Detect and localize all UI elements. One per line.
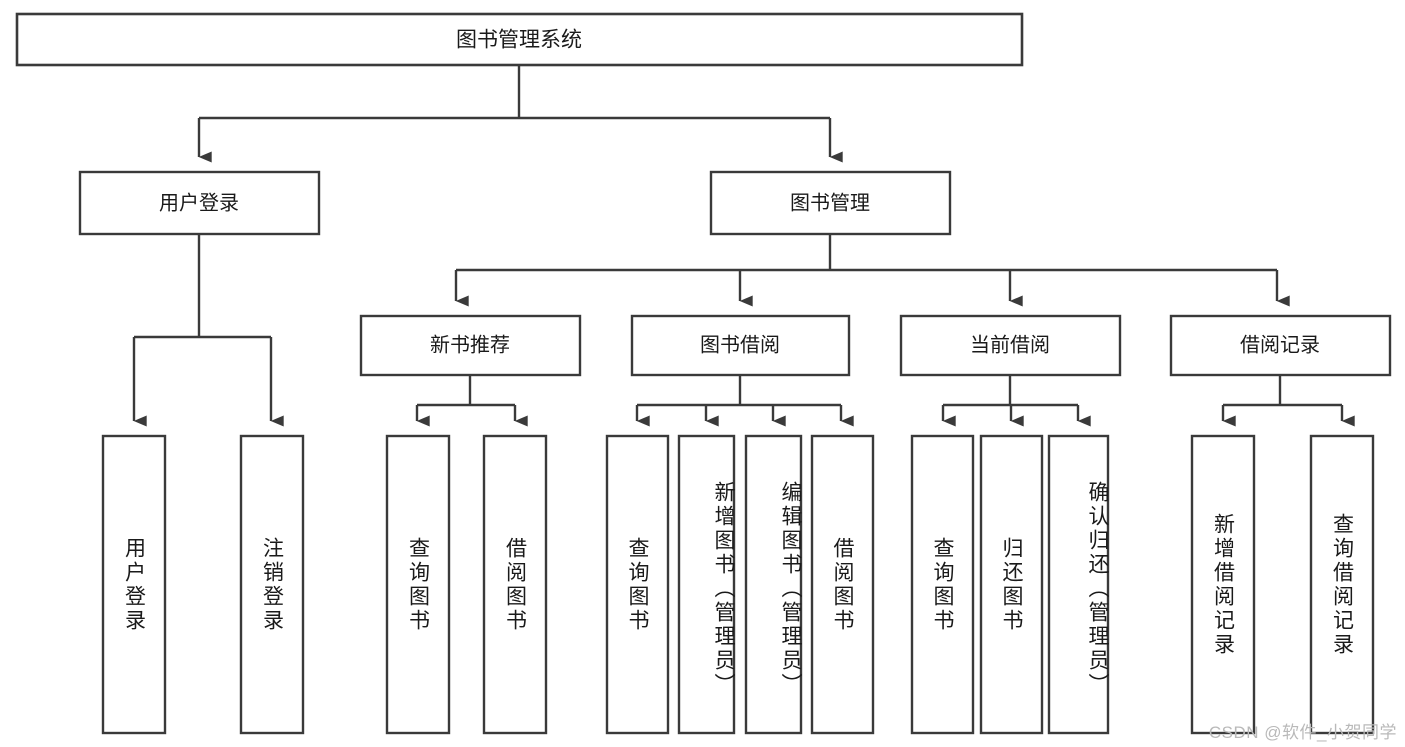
node-book-management[interactable]: 图书管理 xyxy=(709,170,952,236)
leaf-box-query-book-2[interactable] xyxy=(605,434,670,735)
node-root-label: 图书管理系统 xyxy=(456,29,582,52)
connector-borrowrecord-to-leaves xyxy=(1221,375,1355,427)
node-user-login[interactable]: 用户登录 xyxy=(78,170,321,236)
leaf-box-user-logout[interactable] xyxy=(239,434,305,735)
node-borrow-record-label: 借阅记录 xyxy=(1240,333,1320,356)
watermark: CSDN @软件_小贺同学 xyxy=(1208,723,1397,742)
node-new-book-recommend[interactable]: 新书推荐 xyxy=(359,314,582,377)
connector-root-to-level2 xyxy=(197,65,843,163)
leaf-box-add-borrow-record[interactable] xyxy=(1190,434,1256,735)
node-new-book-recommend-label: 新书推荐 xyxy=(430,333,510,356)
node-book-management-label: 图书管理 xyxy=(790,191,870,214)
leaf-box-query-borrow-record[interactable] xyxy=(1309,434,1375,735)
connector-currentborrow-to-leaves xyxy=(941,375,1091,427)
node-book-borrow[interactable]: 图书借阅 xyxy=(630,314,851,377)
leaf-box-borrow-book-2[interactable] xyxy=(810,434,875,735)
node-current-borrow-label: 当前借阅 xyxy=(970,333,1050,356)
node-current-borrow[interactable]: 当前借阅 xyxy=(899,314,1122,377)
node-root[interactable]: 图书管理系统 xyxy=(15,12,1024,67)
leaf-box-add-book-admin[interactable] xyxy=(677,434,736,735)
leaf-box-borrow-book-1[interactable] xyxy=(482,434,548,735)
leaf-box-return-book[interactable] xyxy=(979,434,1044,735)
leaf-box-confirm-return-admin[interactable] xyxy=(1047,434,1110,735)
leaf-box-query-book-3[interactable] xyxy=(910,434,975,735)
node-user-login-label: 用户登录 xyxy=(159,191,239,214)
connector-bookmgmt-to-level3 xyxy=(454,234,1290,307)
connector-newbook-to-leaves xyxy=(415,375,528,427)
leaf-box-query-book-1[interactable] xyxy=(385,434,451,735)
node-book-borrow-label: 图书借阅 xyxy=(700,333,780,356)
leaf-box-user-login[interactable] xyxy=(101,434,167,735)
leaf-box-edit-book-admin[interactable] xyxy=(744,434,803,735)
node-borrow-record[interactable]: 借阅记录 xyxy=(1169,314,1392,377)
connector-userlogin-to-leaves xyxy=(132,234,284,427)
connector-bookborrow-to-leaves xyxy=(635,375,854,427)
